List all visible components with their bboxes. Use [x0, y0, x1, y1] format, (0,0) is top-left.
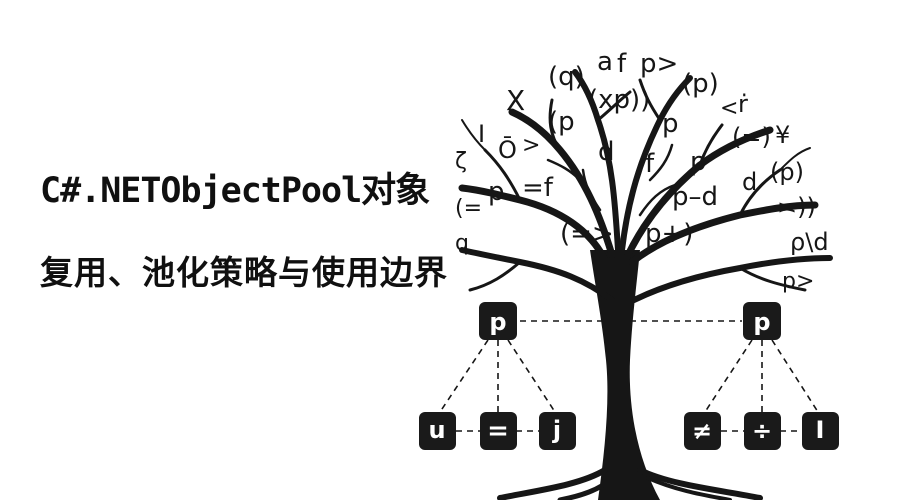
canopy-symbol: p>: [640, 49, 678, 79]
title-line-1: C#.NETObjectPool对象: [40, 171, 430, 211]
canopy-symbol: d: [598, 137, 615, 167]
canopy-symbol: (p: [548, 107, 575, 137]
canopy-symbol: p: [690, 147, 707, 177]
tree-trunk: [590, 250, 660, 500]
canopy-symbol: ρ\d: [790, 228, 829, 256]
canopy-symbol: (p): [770, 158, 804, 186]
canopy-symbol: q: [455, 231, 469, 256]
canopy-symbol: ṙ: [738, 90, 748, 118]
canopy-symbol: ¥: [775, 121, 790, 149]
canopy-symbol: (xp)): [588, 85, 650, 115]
child-node: =: [480, 412, 517, 450]
child-node: ≠: [684, 412, 721, 450]
title-line-2: 复用、池化策略与使用边界: [40, 253, 448, 292]
canopy-symbol: (q): [548, 62, 585, 92]
canopy-symbol: Ō: [498, 135, 517, 164]
svg-text:÷: ÷: [752, 417, 772, 445]
svg-text:I: I: [816, 416, 825, 444]
child-node: I: [802, 412, 839, 450]
svg-text:j: j: [552, 416, 561, 444]
tree-roots: [497, 467, 763, 500]
svg-text:≠: ≠: [692, 417, 712, 445]
canopy-symbol: a: [597, 47, 613, 77]
svg-text:u: u: [428, 416, 445, 444]
canopy-symbol: (=>: [560, 219, 614, 249]
node-connectors: [439, 320, 819, 432]
svg-text:p: p: [753, 308, 770, 336]
canopy-symbol: <: [720, 96, 738, 121]
canopy-symbol: ≍)): [777, 193, 816, 221]
canopy-symbol: d: [742, 168, 757, 196]
child-node: ÷: [744, 412, 781, 450]
canopy-symbol: f: [645, 149, 655, 179]
canopy-symbol: X: [506, 84, 525, 117]
canopy-symbol: ζ: [455, 149, 467, 174]
canopy-symbol: =f: [522, 173, 554, 203]
canopy-symbol: (p): [682, 69, 719, 99]
canopy-symbol: (=: [455, 196, 482, 221]
canopy-symbol: f: [617, 49, 627, 79]
parent-node-left: p: [479, 302, 517, 340]
canopy-symbol: I: [478, 120, 485, 148]
canopy-symbol: p: [662, 109, 679, 139]
svg-text:p: p: [489, 308, 506, 336]
canopy-symbol: (=): [732, 123, 771, 151]
canopy-symbol: >: [522, 133, 540, 158]
canopy-symbol: p: [488, 177, 505, 207]
canopy-symbol: p>: [782, 269, 814, 294]
canopy-symbols: (q) a f p> (p) X (xp)) (p p < ṙ (=) ¥ I …: [455, 47, 829, 294]
canopy-symbol: p–d: [672, 182, 718, 212]
tree-branches: [458, 69, 833, 303]
canopy-symbol: p+): [645, 219, 693, 249]
parent-node-right: p: [743, 302, 781, 340]
child-node: j: [539, 412, 576, 450]
svg-text:=: =: [487, 416, 509, 446]
child-node: u: [419, 412, 456, 450]
